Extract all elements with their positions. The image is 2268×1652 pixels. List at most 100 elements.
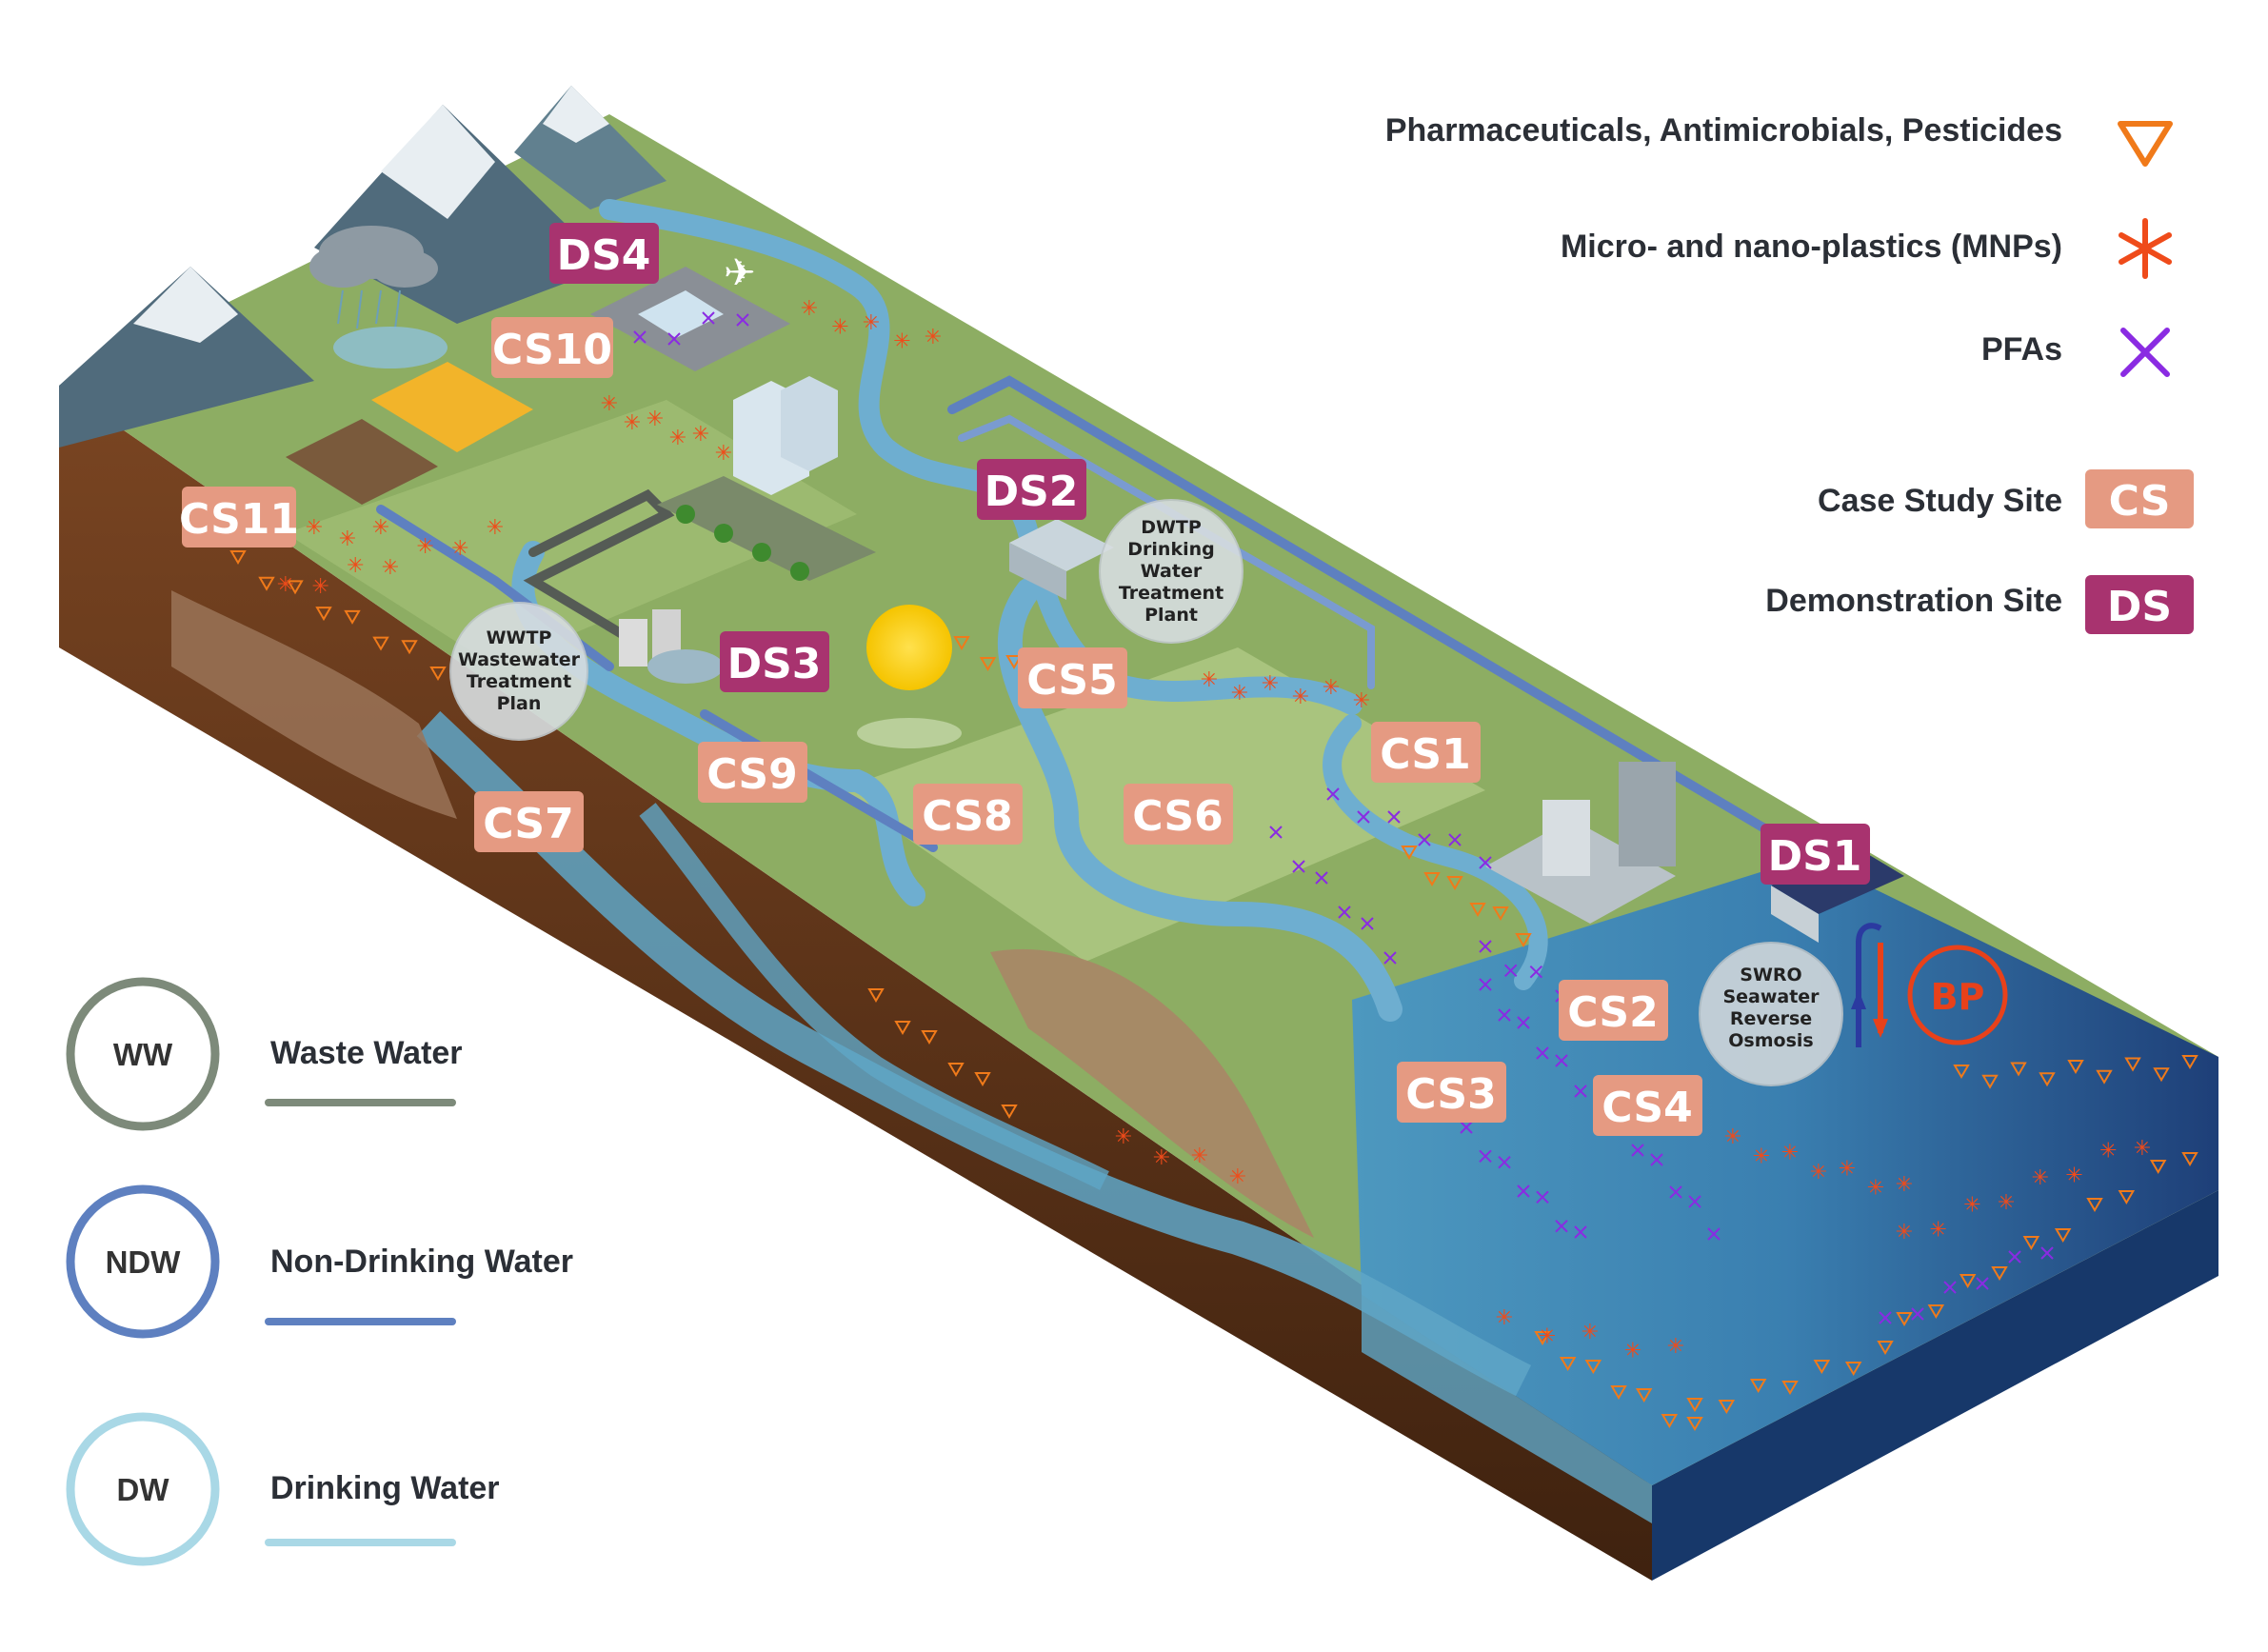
pharma-marker [287, 580, 304, 595]
mnp-marker: ✳ [831, 316, 848, 340]
mountain [133, 267, 238, 343]
ndw-pipe [947, 375, 1785, 843]
pharma-marker [2181, 1152, 2198, 1166]
pfas-marker [1517, 1016, 1530, 1029]
dw-abbr: DW [117, 1472, 170, 1507]
cs7-label: CS7 [483, 800, 573, 848]
pfas-marker [1479, 1149, 1492, 1164]
pharma-marker [1927, 1304, 1945, 1319]
mnp-marker: ✳ [1191, 1144, 1208, 1168]
pharma-marker [1001, 1105, 1018, 1119]
pfas-marker [633, 330, 647, 344]
ndw-abbr: NDW [106, 1244, 182, 1280]
pharma-marker [258, 576, 275, 591]
cs11-label: CS11 [179, 495, 299, 544]
pfas-marker [1418, 833, 1431, 846]
aquifer-channel [416, 710, 1532, 1397]
wwtp-line: Plan [497, 693, 542, 714]
mnp-marker: ✳ [1262, 672, 1279, 696]
cs2-label: CS2 [1567, 988, 1658, 1037]
pfas-marker [1555, 1054, 1568, 1067]
pharma-marker [2118, 1190, 2136, 1204]
mnp-marker: ✳ [1998, 1191, 2015, 1215]
ds2-label: DS2 [985, 468, 1079, 516]
site-badges: CS1 CS2 CS3 CS4 CS5 CS6 CS7 CS8 CS9 CS10… [179, 223, 1870, 1136]
pfas-marker [2040, 1246, 2054, 1260]
cs-badge: CS2 [1559, 980, 1668, 1041]
dwtp-line: Water [1141, 561, 1203, 582]
pfas-marker [2008, 1250, 2021, 1264]
mnp-marker: ✳ [1724, 1125, 1741, 1149]
pfas-marker [1479, 978, 1492, 991]
pharma-marker [1661, 1414, 1679, 1428]
pharma-marker [1515, 933, 1532, 947]
mnp-marker: ✳ [1896, 1221, 1913, 1244]
wwtp-line: Treatment [467, 671, 571, 692]
pharma-marker [974, 1072, 991, 1086]
pfas-marker [1536, 1190, 1549, 1204]
cs-badge: CS10 [491, 317, 613, 378]
mnp-marker: ✳ [715, 442, 732, 466]
dwtp-line: Drinking [1127, 539, 1214, 560]
mnp-marker: ✳ [1539, 1325, 1556, 1349]
pfas-marker [1555, 1219, 1568, 1233]
mnp-marker: ✳ [416, 535, 433, 559]
pfas-marker [1631, 1144, 1644, 1157]
mnp-marker: ✳ [347, 554, 364, 578]
swro-line: SWRO [1740, 965, 1801, 985]
mnp-marker: ✳ [1115, 1125, 1132, 1149]
mnp-marker: ✳ [1667, 1335, 1684, 1359]
cs6-label: CS6 [1132, 792, 1223, 841]
legend-cs-badge [2085, 469, 2194, 528]
mnp-marker: ✳ [306, 516, 323, 540]
river [599, 199, 1363, 715]
pfas-marker [667, 332, 681, 346]
ds-badge: DS4 [549, 223, 659, 284]
pfas-marker [1460, 1121, 1473, 1134]
pharma-marker [1686, 1417, 1703, 1431]
pharma-marker [1559, 1357, 1577, 1371]
dwtp-circle: DWTP Drinking Water Treatment Plant [1099, 499, 1243, 644]
pfas-marker [1361, 917, 1374, 930]
pfas-marker [736, 313, 749, 327]
mnp-marker: ✳ [1353, 689, 1370, 713]
pharma-marker [2022, 1236, 2040, 1250]
swro-line: Reverse [1730, 1008, 1812, 1029]
pharma-marker [1718, 1400, 1736, 1414]
mnp-marker: ✳ [1624, 1340, 1641, 1363]
mnp-marker: ✳ [1929, 1219, 1946, 1243]
pharma-marker [1584, 1360, 1602, 1374]
mnp-marker: ✳ [451, 537, 468, 561]
cs1-label: CS1 [1380, 730, 1470, 779]
dwtp-line: Plant [1144, 605, 1198, 626]
cs-badge: CS1 [1371, 722, 1481, 783]
cs-badge: CS5 [1018, 647, 1127, 708]
industrial-plant [1485, 762, 1676, 924]
legend-ds-badge [2085, 575, 2194, 634]
pfas-marker [1269, 826, 1283, 839]
mountain [543, 86, 609, 143]
mnp-marker: ✳ [1839, 1157, 1856, 1181]
swro-line: Osmosis [1728, 1030, 1813, 1051]
cs-badge: CS8 [913, 784, 1023, 845]
pharma-marker [1749, 1379, 1767, 1393]
mnp-marker: ✳ [1867, 1177, 1884, 1201]
mnp-marker: ✳ [1229, 1165, 1246, 1189]
mnp-marker: ✳ [2065, 1164, 2082, 1188]
dwtp-plant [1009, 519, 1114, 600]
cs9-label: CS9 [706, 750, 797, 799]
mnp-marker: ✳ [2032, 1166, 2049, 1190]
pfas-marker [1326, 787, 1340, 801]
sea-front-wall [1362, 1295, 1652, 1523]
pfas-marker [1669, 1185, 1682, 1199]
pharma-marker [1635, 1388, 1653, 1403]
dw-ring [66, 1412, 220, 1566]
mnp-marker: ✳ [1781, 1142, 1799, 1165]
pharma-marker [1781, 1381, 1799, 1395]
airplane-icon: ✈ [724, 251, 756, 295]
cs4-label: CS4 [1602, 1084, 1692, 1132]
pharma-marker [429, 667, 447, 681]
cs3-label: CS3 [1405, 1070, 1496, 1119]
triangle-down-icon [2118, 121, 2173, 167]
